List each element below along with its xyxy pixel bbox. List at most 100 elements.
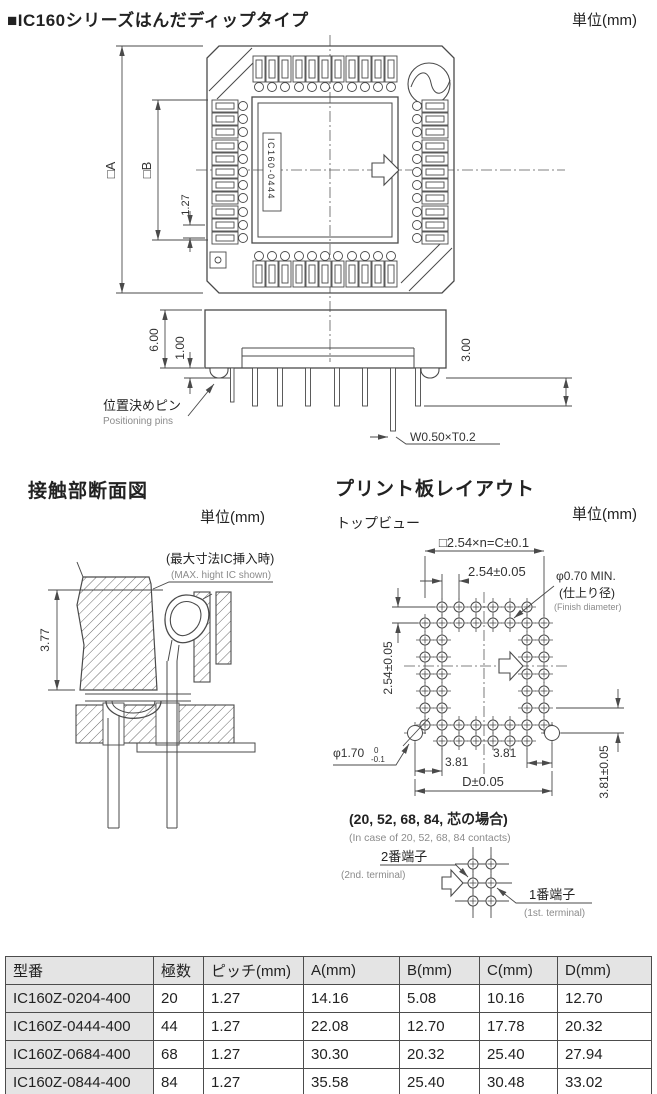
table-row: IC160Z-0204-400 20 1.27 14.16 5.08 10.16… [5, 984, 652, 1013]
contact-slots-top [252, 55, 398, 92]
dim-a-label: □A [103, 161, 118, 178]
socket-drawing: IC160-0444 □A □B 1.27 [103, 35, 572, 445]
contact-spring [85, 593, 213, 829]
solder-pins [230, 367, 421, 432]
cell-c: 25.40 [479, 1040, 558, 1069]
table-row: IC160Z-0684-400 68 1.27 30.30 20.32 25.4… [5, 1040, 652, 1069]
contact-cross-section-drawing: (最大寸法IC挿入時) (MAX. hight IC shown) [38, 551, 274, 829]
terminal1-label-en: (1st. terminal) [524, 908, 585, 919]
terminal1-label-jp: 1番端子 [529, 887, 575, 902]
contact-section-heading: 接触部断面図 [28, 481, 149, 502]
dim-pitch-h: 2.54±0.05 [420, 564, 526, 600]
positioning-pin-label-jp: 位置決めピン [103, 398, 181, 413]
cell-model: IC160Z-0204-400 [5, 984, 154, 1013]
page-title: ■IC160シリーズはんだディップタイプ [7, 11, 309, 30]
hole-pattern [415, 597, 554, 751]
terminal2-label-en: (2nd. terminal) [341, 870, 405, 881]
cell-pitch: 1.27 [203, 984, 304, 1013]
cell-b: 25.40 [399, 1068, 480, 1094]
hole-dia-label: φ0.70 MIN. [556, 569, 616, 583]
case-note-en: (In case of 20, 52, 68, 84 contacts) [349, 832, 511, 844]
dim-pin-length: 3.00 [424, 338, 572, 407]
cell-poles: 20 [153, 984, 204, 1013]
col-header-pitch: ピッチ(mm) [203, 956, 304, 985]
cell-a: 14.16 [303, 984, 400, 1013]
col-header-poles: 極数 [153, 956, 204, 985]
table-row: IC160Z-0444-400 44 1.27 22.08 12.70 17.7… [5, 1012, 652, 1041]
cell-a: 35.58 [303, 1068, 400, 1094]
part-number-label: IC160-0444 [262, 132, 282, 212]
contact-slots-right [412, 99, 449, 245]
dim-381-left: 3.81 [414, 743, 469, 776]
table-header-row: 型番 極数 ピッチ(mm) A(mm) B(mm) C(mm) D(mm) [5, 956, 652, 985]
dim-pitch-label: 1.27 [180, 194, 192, 215]
cell-pitch: 1.27 [203, 1068, 304, 1094]
top-view: IC160-0444 □A □B 1.27 [103, 45, 455, 294]
dim-pitch: 1.27 [180, 194, 205, 252]
positioning-pin-right [420, 367, 440, 379]
dim-standoff-label: 1.00 [173, 336, 187, 360]
terminal-arrow-icon [441, 868, 464, 898]
dim-d: D±0.05 [414, 771, 553, 796]
orientation-arrow-icon [371, 153, 400, 187]
cell-b: 5.08 [399, 984, 480, 1013]
guide-dia-callout: φ1.70 0 -0.1 [333, 743, 410, 766]
part-number-text: IC160-0444 [266, 138, 276, 200]
cell-model: IC160Z-0444-400 [5, 1012, 154, 1041]
logo-icon [407, 62, 451, 106]
guide-tol-upper: 0 [374, 746, 379, 755]
cell-d: 12.70 [557, 984, 652, 1013]
dim-381-left-label: 3.81 [445, 755, 469, 769]
pcb-center-lines [404, 592, 568, 782]
unit-label-pcb: 単位(mm) [572, 506, 637, 523]
cell-poles: 44 [153, 1012, 204, 1041]
top-view-label: トップビュー [336, 515, 420, 531]
cell-model: IC160Z-0684-400 [5, 1040, 154, 1069]
case-note-jp: (20, 52, 68, 84, 芯の場合) [349, 811, 508, 827]
dim-row-total-label: □2.54×n=C±0.1 [439, 535, 529, 550]
pcb-layout-drawing: □2.54×n=C±0.1 2.54±0.05 φ0.70 MIN. (仕上り径… [333, 535, 624, 919]
dim-contact-height-label: 3.77 [38, 628, 52, 652]
col-header-b: B(mm) [399, 956, 480, 985]
max-ic-note-jp: (最大寸法IC挿入時) [166, 551, 274, 566]
cell-d: 27.94 [557, 1040, 652, 1069]
cell-c: 17.78 [479, 1012, 558, 1041]
dim-pitch-v-label: 2.54±0.05 [381, 641, 395, 695]
pcb-section-heading: プリント板レイアウト [335, 479, 536, 500]
cell-d: 20.32 [557, 1012, 652, 1041]
positioning-pin-label-en: Positioning pins [103, 416, 173, 427]
unit-label-top: 単位(mm) [572, 12, 637, 29]
max-ic-note-en: (MAX. hight IC shown) [171, 570, 271, 581]
corner-key [209, 251, 227, 269]
cell-model: IC160Z-0844-400 [5, 1068, 154, 1094]
positioning-pin-left [209, 367, 229, 379]
pcb-arrow-icon [498, 650, 524, 682]
cell-c: 30.48 [479, 1068, 558, 1094]
cell-pitch: 1.27 [203, 1040, 304, 1069]
dim-pin-section: W0.50×T0.2 [370, 430, 500, 445]
side-view: 6.00 1.00 3.00 W0.50×T0.2 [103, 309, 572, 445]
terminal2-label-jp: 2番端子 [381, 849, 427, 864]
cell-d: 33.02 [557, 1068, 652, 1094]
terminal-diagram: 2番端子 (2nd. terminal) 1番端子 (1st. terminal… [341, 847, 592, 919]
contact-slots-left [211, 99, 248, 245]
guide-tol-lower: -0.1 [371, 755, 385, 764]
cell-poles: 84 [153, 1068, 204, 1094]
cell-pitch: 1.27 [203, 1012, 304, 1041]
dim-381-mid-label: 3.81 [493, 746, 517, 760]
hole-dia-jp: (仕上り径) [559, 586, 615, 600]
col-header-d: D(mm) [557, 956, 652, 985]
unit-label-contact: 単位(mm) [200, 509, 265, 526]
dim-a: □A [103, 45, 203, 294]
dim-b: □B [139, 99, 208, 241]
dim-height-label: 6.00 [147, 328, 161, 352]
spec-table: 型番 極数 ピッチ(mm) A(mm) B(mm) C(mm) D(mm) IC… [5, 956, 652, 1094]
dim-381-right: 3.81±0.05 [556, 689, 624, 799]
cell-a: 22.08 [303, 1012, 400, 1041]
hole-dia-en: (Finish diameter) [554, 602, 622, 612]
dim-standoff: 1.00 [173, 336, 230, 394]
dim-381-mid: 3.81 [493, 743, 553, 768]
cell-a: 30.30 [303, 1040, 400, 1069]
col-header-model: 型番 [5, 956, 154, 985]
